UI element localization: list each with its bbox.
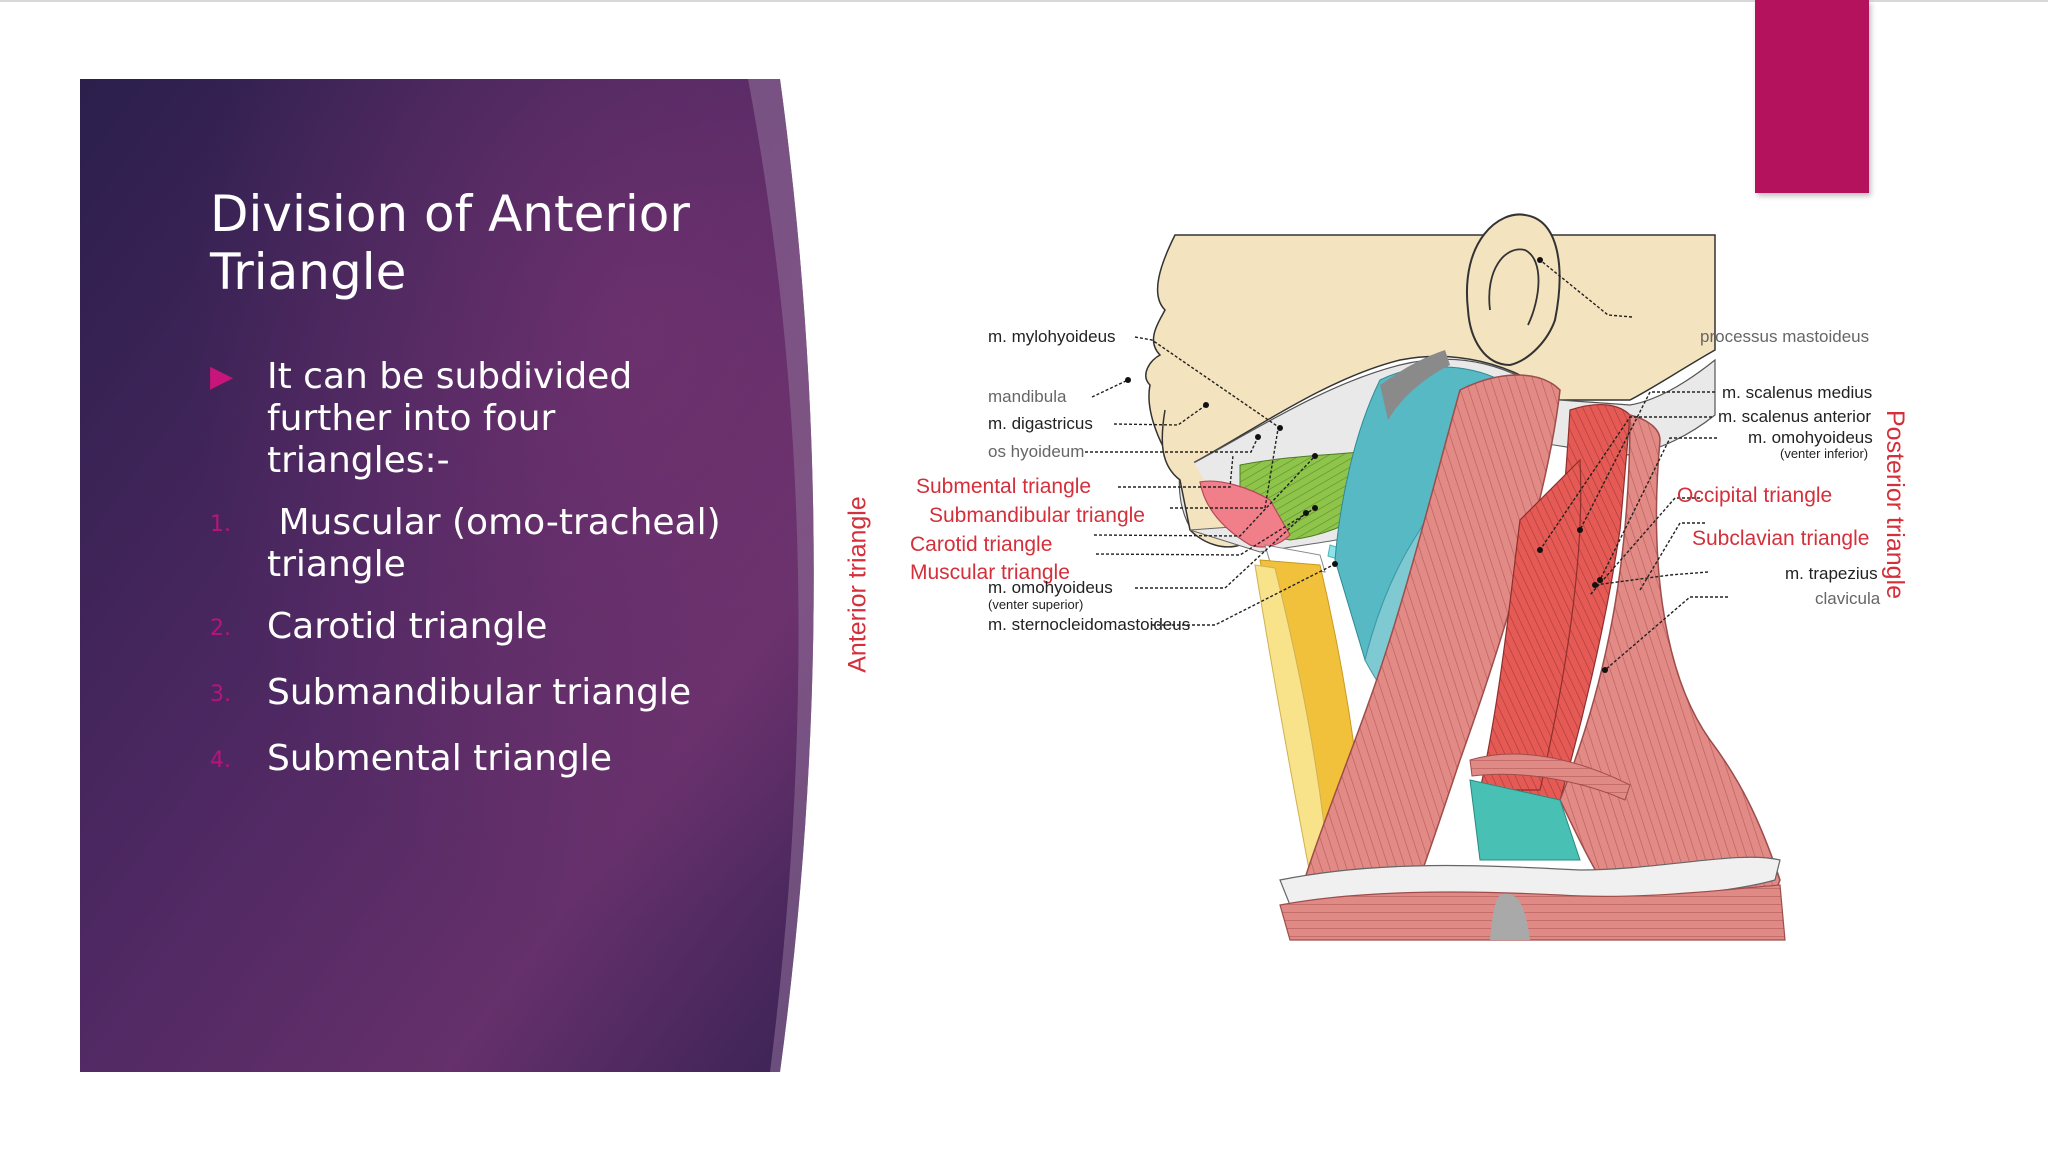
- label-subclavian-triangle: Subclavian triangle: [1692, 527, 1870, 550]
- label-carotid-triangle: Carotid triangle: [910, 533, 1053, 556]
- list-item-text: Carotid triangle: [267, 606, 548, 647]
- label-muscular-triangle: Muscular triangle: [910, 561, 1070, 584]
- label-submental-triangle: Submental triangle: [916, 475, 1092, 498]
- list-item-text: Muscular (omo-tracheal) triangle: [267, 502, 733, 585]
- label-submandibular-triangle: Submandibular triangle: [929, 504, 1145, 527]
- label-occipital-triangle: Occipital triangle: [1677, 484, 1833, 507]
- intro-bullet: ▶ It can be subdivided further into four…: [210, 356, 730, 482]
- label-digastricus: m. digastricus: [988, 414, 1093, 433]
- label-venter-superior: (venter superior): [988, 597, 1084, 612]
- posterior-triangle-label: Posterior triangle: [1880, 410, 1909, 599]
- list-item: 2. Carotid triangle: [210, 606, 730, 652]
- top-border-line: [0, 0, 2048, 2]
- label-trapezius: m. trapezius: [1785, 564, 1878, 583]
- list-item: 3. Submandibular triangle: [210, 672, 730, 718]
- label-omohyoideus-inferior: m. omohyoideus: [1748, 428, 1873, 447]
- list-item: 1. Muscular (omo-tracheal) triangle: [210, 502, 730, 586]
- label-os-hyoideum: os hyoideum: [988, 442, 1085, 461]
- label-scalenus-anterior: m. scalenus anterior: [1718, 407, 1872, 426]
- accent-tab: [1755, 0, 1869, 193]
- slide-title: Division of Anterior Triangle: [210, 185, 690, 301]
- list-item: 4. Submental triangle: [210, 738, 730, 784]
- bullet-list: ▶ It can be subdivided further into four…: [210, 356, 730, 804]
- intro-text: It can be subdivided further into four t…: [267, 356, 633, 481]
- list-item-text: Submental triangle: [267, 738, 612, 779]
- panel-background: [80, 79, 814, 1072]
- label-mandibula: mandibula: [988, 387, 1067, 406]
- label-sternocleidomastoideus: m. sternocleidomastoideus: [988, 615, 1191, 634]
- list-item-text: Submandibular triangle: [267, 672, 692, 713]
- label-venter-inferior: (venter inferior): [1780, 446, 1869, 461]
- label-processus-mastoideus: processus mastoideus: [1700, 327, 1870, 346]
- anterior-triangle-label: Anterior triangle: [843, 496, 872, 673]
- triangle-bullet-icon: ▶: [210, 359, 234, 394]
- list-number: 1.: [210, 512, 231, 537]
- neck-illustration: [1085, 213, 1786, 941]
- neck-anatomy-diagram: Anterior triangle Posterior triangle m. …: [844, 200, 1960, 960]
- list-number: 4.: [210, 748, 231, 773]
- list-number: 2.: [210, 616, 231, 641]
- label-clavicula: clavicula: [1815, 589, 1881, 608]
- label-mylohyoideus: m. mylohyoideus: [988, 327, 1116, 346]
- label-omohyoideus-superior: m. omohyoideus: [988, 578, 1113, 597]
- list-number: 3.: [210, 682, 231, 707]
- leader-dots: [1125, 257, 1608, 673]
- label-scalenus-medius: m. scalenus medius: [1722, 383, 1873, 402]
- title-panel: [80, 79, 820, 1072]
